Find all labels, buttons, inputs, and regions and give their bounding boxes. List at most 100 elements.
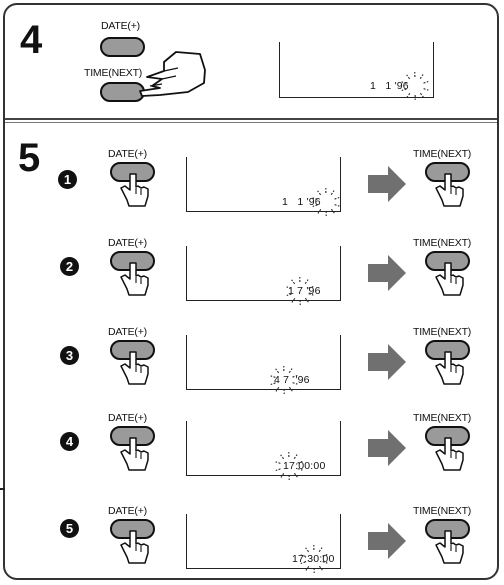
date-display-text: 4 7 '96 — [274, 374, 310, 386]
blink-ray — [401, 88, 407, 92]
time-button-label: TIME(NEXT) — [413, 237, 472, 249]
pressing-finger-icon — [435, 437, 464, 471]
blink-ray — [275, 461, 281, 464]
instruction-frame — [3, 3, 499, 580]
blink-ray — [401, 81, 407, 84]
blink-ray — [270, 382, 276, 386]
blink-ray — [300, 561, 306, 565]
right-arrow-icon — [368, 430, 406, 466]
date-button-label: DATE(+) — [108, 505, 147, 517]
blink-ray — [312, 197, 318, 200]
blinking-value: 30 — [307, 553, 320, 565]
blinking-value: 7 — [297, 285, 304, 297]
blink-ray — [423, 88, 429, 91]
pressing-finger-icon — [435, 351, 464, 385]
finger-crease — [135, 452, 142, 459]
blink-ray — [406, 93, 411, 98]
blink-ray — [305, 547, 310, 553]
finger-crease — [450, 188, 457, 195]
time-button-label: TIME(NEXT) — [413, 505, 472, 517]
right-arrow-icon — [368, 523, 406, 559]
finger-crease — [450, 545, 457, 552]
blink-ray — [317, 190, 322, 196]
blink-ray — [322, 553, 328, 557]
blink-ray — [318, 547, 323, 552]
blink-ray — [291, 298, 296, 303]
finger-crease — [135, 366, 142, 373]
date-button-label: DATE(+) — [108, 237, 147, 249]
pressing-finger-icon — [120, 262, 149, 296]
blink-ray — [334, 196, 340, 200]
blink-ray — [286, 293, 292, 297]
blink-ray — [293, 454, 298, 459]
blink-ray — [419, 92, 424, 98]
substep-4-badge: 4 — [60, 432, 79, 451]
blink-ray — [291, 279, 296, 285]
date-display-screen — [186, 157, 341, 212]
pressing-finger-icon — [120, 173, 149, 207]
blink-ray — [275, 387, 280, 392]
time-display-screen — [186, 514, 341, 569]
blink-ray — [280, 473, 285, 478]
substep-2-badge: 2 — [60, 257, 79, 276]
blink-ray — [300, 554, 306, 557]
finger-crease — [450, 452, 457, 459]
step-4-number: 4 — [20, 18, 43, 62]
blink-ray — [288, 368, 293, 373]
finger-crease — [450, 366, 457, 373]
right-arrow-icon — [368, 255, 406, 291]
time-button-label: TIME(NEXT) — [413, 326, 472, 338]
time-button-label: TIME(NEXT) — [413, 148, 472, 160]
date-button-label: DATE(+) — [108, 412, 147, 424]
date-display-screen — [279, 42, 434, 98]
blink-ray — [330, 190, 335, 195]
section-divider-inner — [5, 122, 497, 123]
right-arrow-icon — [368, 344, 406, 380]
blink-ray — [293, 472, 298, 478]
finger-crease — [135, 188, 142, 195]
blink-ray — [275, 368, 280, 374]
pressing-finger-icon — [435, 262, 464, 296]
pressing-finger-icon — [435, 530, 464, 564]
finger-crease — [135, 545, 142, 552]
blink-ray — [270, 375, 276, 378]
blink-ray — [292, 382, 298, 385]
blink-ray — [292, 374, 298, 378]
blink-ray — [305, 566, 310, 571]
time-display-screen — [186, 421, 341, 476]
date-button-label: DATE(+) — [108, 326, 147, 338]
substep-5-badge: 5 — [60, 519, 79, 538]
date-button-label: DATE(+) — [101, 20, 140, 32]
date-display-screen — [186, 246, 341, 301]
blink-ray — [330, 208, 335, 214]
blink-ray — [304, 297, 309, 303]
pressing-finger-icon — [120, 530, 149, 564]
finger-crease — [450, 277, 457, 284]
blink-ray — [308, 285, 314, 289]
blink-ray — [275, 468, 281, 472]
blink-ray — [419, 74, 424, 79]
pressing-finger-icon — [120, 351, 149, 385]
blink-ray — [423, 80, 429, 84]
blink-ray — [304, 279, 309, 284]
blink-ray — [297, 460, 303, 464]
pressing-finger-icon — [120, 437, 149, 471]
date-plus-button[interactable] — [100, 37, 145, 57]
blinking-value: 17 — [283, 460, 296, 472]
right-arrow-icon — [368, 166, 406, 202]
date-display-screen — [186, 335, 341, 390]
blink-ray — [334, 204, 340, 207]
substep-3-badge: 3 — [60, 346, 79, 365]
blink-ray — [308, 293, 314, 296]
substep-1-badge: 1 — [58, 170, 77, 189]
blink-ray — [322, 561, 328, 564]
finger-crease — [135, 277, 142, 284]
time-display-text: 17:00:00 — [283, 460, 326, 472]
section-divider — [5, 118, 497, 120]
blink-ray — [318, 565, 323, 571]
date-button-label: DATE(+) — [108, 148, 147, 160]
blink-ray — [286, 286, 292, 289]
blink-ray — [317, 209, 322, 214]
blink-ray — [288, 386, 293, 392]
